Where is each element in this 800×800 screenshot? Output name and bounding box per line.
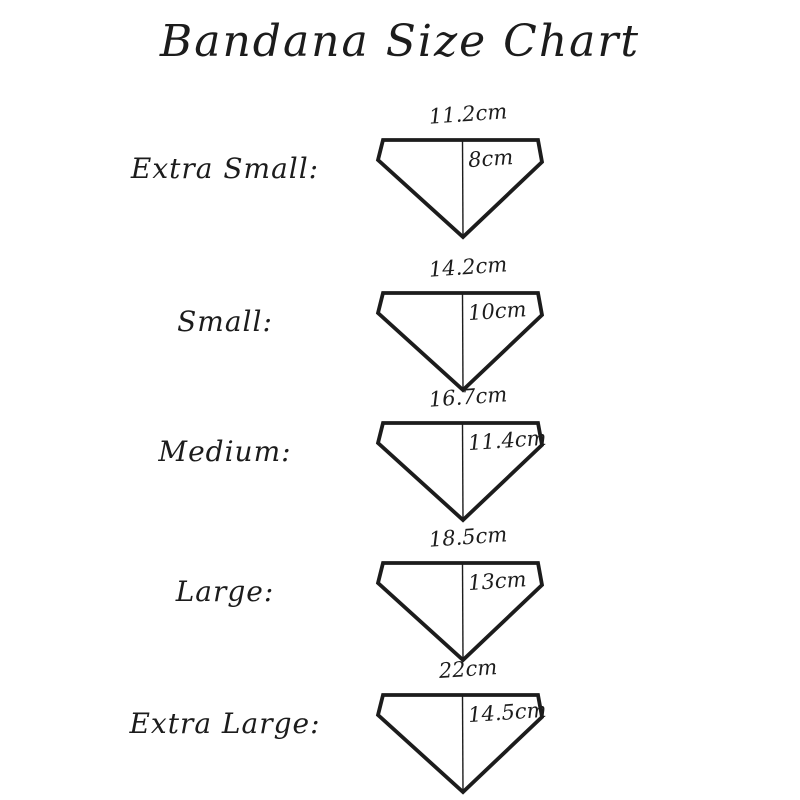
size-row-small: Small: 14.2cm 10cm — [0, 252, 800, 405]
bandana-outline — [375, 693, 545, 795]
bandana-outline — [375, 421, 545, 523]
size-row-extra-small: Extra Small: 11.2cm 8cm — [0, 99, 800, 252]
size-row-medium: Medium: 16.7cm 11.4cm — [0, 382, 800, 535]
size-name: Small: — [177, 305, 273, 338]
bandana-outline — [375, 291, 545, 393]
bandana-shape — [375, 421, 545, 523]
bandana-center-line — [461, 422, 464, 521]
width-measurement: 14.2cm — [428, 252, 508, 282]
bandana-outline — [375, 138, 545, 240]
size-name: Extra Large: — [129, 707, 321, 740]
bandana-diagram: 18.5cm 13cm — [368, 522, 598, 675]
size-row-extra-large: Extra Large: 22cm 14.5cm — [0, 655, 800, 800]
bandana-center-line — [461, 292, 464, 391]
bandana-center-line — [461, 562, 464, 661]
width-measurement: 18.5cm — [428, 522, 508, 552]
bandana-outline — [375, 561, 545, 663]
size-name: Medium: — [158, 435, 292, 468]
width-measurement: 22cm — [438, 654, 498, 684]
size-name: Large: — [175, 575, 275, 608]
bandana-diagram: 11.2cm 8cm — [368, 99, 598, 252]
bandana-shape — [375, 693, 545, 795]
bandana-diagram: 14.2cm 10cm — [368, 252, 598, 405]
bandana-shape — [375, 291, 545, 393]
bandana-center-line — [461, 139, 464, 238]
bandana-diagram: 16.7cm 11.4cm — [368, 382, 598, 535]
page-title: Bandana Size Chart — [159, 16, 641, 67]
bandana-shape — [375, 561, 545, 663]
width-measurement: 11.2cm — [428, 99, 508, 129]
size-row-large: Large: 18.5cm 13cm — [0, 522, 800, 675]
bandana-center-line — [461, 694, 464, 793]
size-name: Extra Small: — [130, 152, 320, 185]
width-measurement: 16.7cm — [428, 382, 508, 412]
bandana-diagram: 22cm 14.5cm — [368, 655, 598, 800]
bandana-shape — [375, 138, 545, 240]
